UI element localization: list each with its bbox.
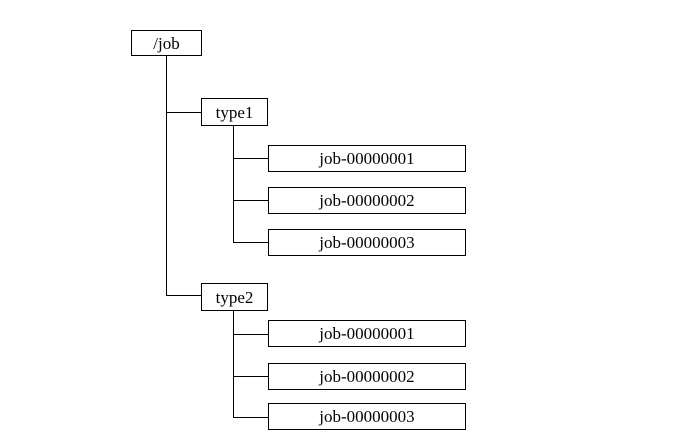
connector-root-vertical (166, 56, 167, 295)
leaf-node-type2-job3: job-00000003 (268, 403, 466, 430)
connector-root-to-type1 (166, 112, 201, 113)
leaf-node-type1-job2: job-00000002 (268, 187, 466, 214)
connector-root-to-type2 (166, 295, 201, 296)
connector-type1-to-job1 (233, 158, 268, 159)
connector-type2-to-job2 (233, 376, 268, 377)
connector-type2-to-job1 (233, 334, 268, 335)
connector-type2-vertical (233, 311, 234, 417)
connector-type1-vertical (233, 126, 234, 242)
leaf-node-type1-job1: job-00000001 (268, 145, 466, 172)
connector-type1-to-job2 (233, 200, 268, 201)
connector-type2-to-job3 (233, 417, 268, 418)
branch-node-type2: type2 (201, 283, 268, 311)
root-node: /job (131, 30, 202, 56)
leaf-node-type2-job1: job-00000001 (268, 320, 466, 347)
leaf-node-type1-job3: job-00000003 (268, 229, 466, 256)
leaf-node-type2-job2: job-00000002 (268, 363, 466, 390)
connector-type1-to-job3 (233, 242, 268, 243)
branch-node-type1: type1 (201, 98, 268, 126)
